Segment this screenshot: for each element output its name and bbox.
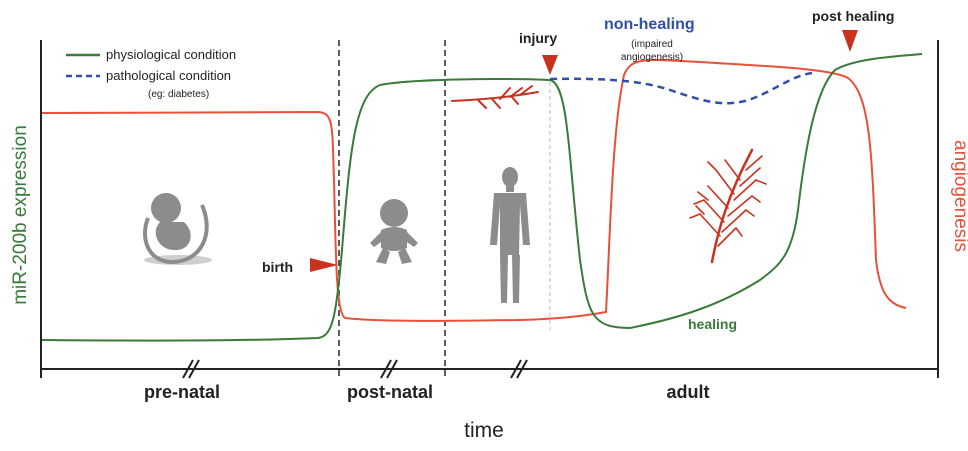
legend-physiological-label: physiological condition [106, 47, 236, 62]
fetus-icon [144, 193, 212, 265]
injury-marker [542, 55, 558, 75]
phase-label-prenatal: pre-natal [144, 382, 220, 402]
right-axis-label: angiogenesis [950, 140, 968, 252]
left-axis-label: miR-200b expression [10, 125, 31, 305]
annotation-non-healing-note-2: angiogenesis) [621, 52, 683, 63]
annotation-post-healing: post healing [812, 8, 894, 24]
adult-human-icon [490, 167, 530, 303]
x-axis-label: time [464, 419, 504, 442]
vascular-tree-icon [690, 150, 766, 262]
baby-icon [370, 199, 418, 264]
annotation-injury: injury [519, 30, 557, 46]
legend-pathological-note: (eg: diabetes) [148, 89, 209, 100]
post-healing-marker [842, 30, 858, 52]
pathological-curve [550, 73, 812, 103]
annotation-non-healing-note-1: (impaired [631, 39, 673, 50]
vessel-branch-icon [452, 86, 538, 108]
phase-label-postnatal: post-natal [347, 382, 433, 402]
annotation-healing: healing [688, 316, 737, 332]
birth-marker [310, 258, 338, 272]
legend-pathological-label: pathological condition [106, 68, 231, 83]
phase-label-adult: adult [667, 382, 710, 402]
annotation-non-healing: non-healing [604, 16, 695, 33]
annotation-birth: birth [262, 259, 293, 275]
